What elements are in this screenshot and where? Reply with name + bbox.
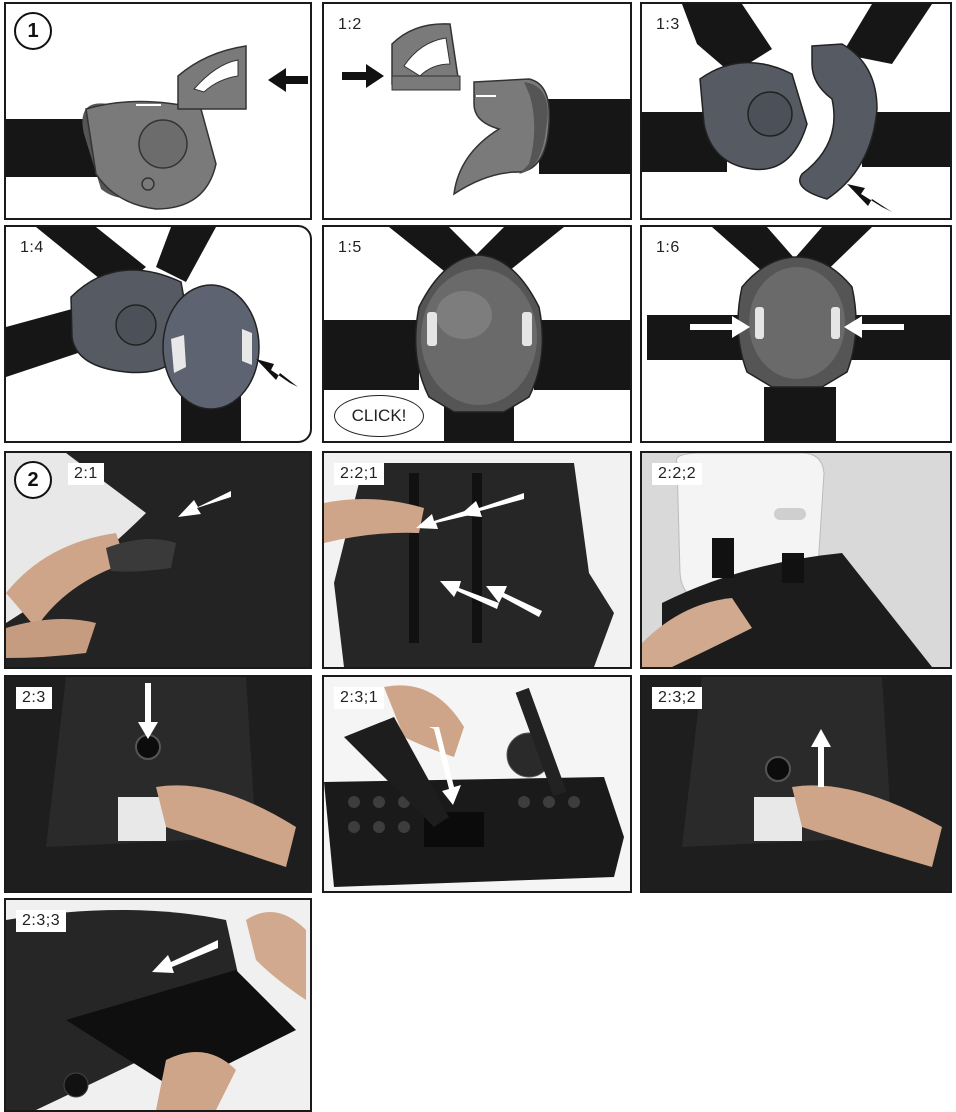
step-label: 2:3;1 — [334, 687, 384, 709]
step-1-6-panel: 1:6 — [640, 225, 952, 443]
step-label: 2:3;2 — [652, 687, 702, 709]
step-label: 2:2;1 — [334, 463, 384, 485]
step-label: 2:2;2 — [652, 463, 702, 485]
step-label: 2:3;3 — [16, 910, 66, 932]
buckle-separate-illustration — [6, 4, 310, 218]
step-2-3-1-panel: 2:3;1 — [322, 675, 632, 893]
step-label: 1:6 — [656, 239, 680, 257]
buckle-slide-illustration — [324, 4, 630, 218]
step-label: 1:3 — [656, 16, 680, 34]
arrow-up-left-icon — [847, 184, 892, 212]
step-label: 2:3 — [16, 687, 52, 709]
buckle-cover-attach-illustration — [6, 227, 310, 441]
photo-seat-pocket-up — [642, 677, 950, 891]
arrow-left-icon — [268, 68, 308, 92]
step-1-2-panel: 1:2 — [322, 2, 632, 220]
step-2-2-2-panel: 2:2;2 — [640, 451, 952, 669]
step-1-3-panel: 1:3 — [640, 2, 952, 220]
photo-backplate — [642, 453, 950, 667]
step-2-1-panel: 2 2:1 — [4, 451, 312, 669]
step-label: 1:2 — [338, 16, 362, 34]
step-number-badge: 2 — [14, 461, 52, 499]
step-1-4-panel: 1:4 — [4, 225, 312, 443]
step-2-2-1-panel: 2:2;1 — [322, 451, 632, 669]
photo-strap-threading — [324, 453, 630, 667]
step-number-badge: 1 — [14, 12, 52, 50]
arrow-right-icon — [342, 64, 384, 88]
photo-strap-pull — [6, 453, 310, 667]
step-label: 1:4 — [20, 239, 44, 257]
buckle-release-illustration — [642, 227, 950, 441]
photo-seat-pocket — [6, 677, 310, 891]
arrow-up-left-icon — [256, 359, 298, 387]
step-1-5-panel: 1:5 CLICK! — [322, 225, 632, 443]
step-label: 1:5 — [338, 239, 362, 257]
click-callout: CLICK! — [334, 395, 424, 437]
photo-strap-base — [324, 677, 630, 891]
step-label: 2:1 — [68, 463, 104, 485]
step-1-1-panel: 1 — [4, 2, 312, 220]
step-2-3-3-panel: 2:3;3 — [4, 898, 312, 1112]
buckle-halves-illustration — [642, 4, 950, 218]
step-2-3-panel: 2:3 — [4, 675, 312, 893]
step-2-3-2-panel: 2:3;2 — [640, 675, 952, 893]
